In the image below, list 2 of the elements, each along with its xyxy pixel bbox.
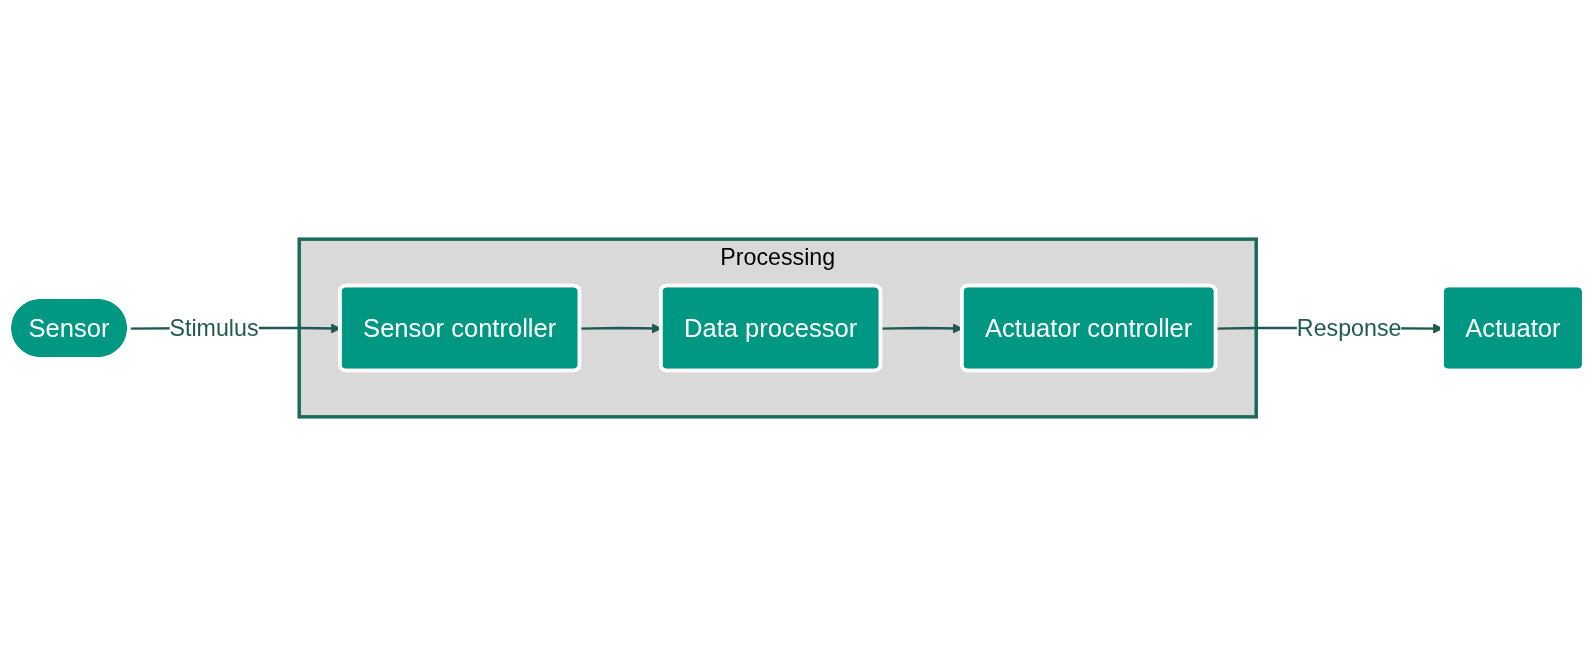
edge-label: Stimulus: [169, 315, 259, 341]
edge-label: Response: [1296, 315, 1402, 341]
